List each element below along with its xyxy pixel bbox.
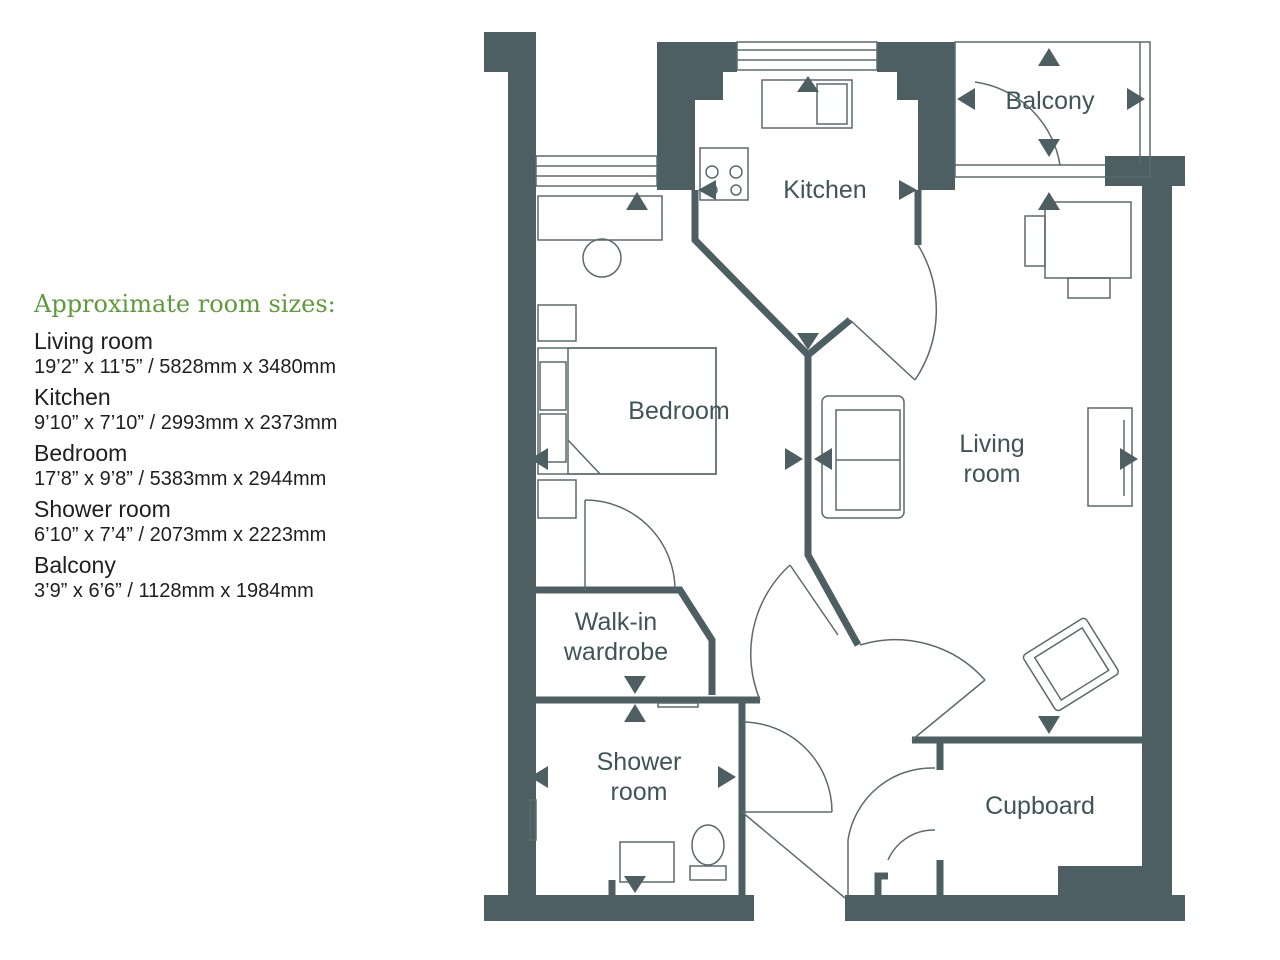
label-balcony: Balcony: [1006, 87, 1095, 115]
label-living-line1: Living: [959, 430, 1024, 458]
outer-walls: [484, 32, 1185, 921]
legend-entry-bedroom: Bedroom 17’8” x 9’8” / 5383mm x 2944mm: [34, 440, 434, 492]
room-labels: Balcony Kitchen Bedroom Living room Walk…: [563, 87, 1095, 820]
label-shower-line1: Shower: [597, 748, 682, 776]
label-kitchen: Kitchen: [783, 176, 866, 204]
label-cupboard: Cupboard: [985, 792, 1095, 820]
label-shower-line2: room: [611, 778, 668, 806]
room-dimensions: 3’9” x 6’6” / 1128mm x 1984mm: [34, 580, 314, 602]
dimension-arrows: [530, 48, 1145, 893]
room-name: Bedroom: [34, 440, 128, 466]
internal-walls: [528, 190, 1142, 898]
windows: [535, 41, 1151, 187]
legend-title: Approximate room sizes:: [34, 290, 336, 318]
room-name: Shower room: [34, 496, 171, 522]
room-dimensions: 19’2” x 11’5” / 5828mm x 3480mm: [34, 356, 336, 378]
legend-entry-living-room: Living room 19’2” x 11’5” / 5828mm x 348…: [34, 328, 434, 380]
legend-entry-shower-room: Shower room 6’10” x 7’4” / 2073mm x 2223…: [34, 496, 434, 548]
room-name: Kitchen: [34, 384, 111, 410]
room-dimensions: 9’10” x 7’10” / 2993mm x 2373mm: [34, 412, 338, 434]
room-name: Balcony: [34, 552, 116, 578]
label-living-line2: room: [964, 460, 1021, 488]
room-sizes-legend: Approximate room sizes: Living room 19’2…: [34, 290, 434, 608]
room-name: Living room: [34, 328, 153, 354]
room-dimensions: 6’10” x 7’4” / 2073mm x 2223mm: [34, 524, 327, 546]
label-walkin-line2: wardrobe: [563, 638, 668, 666]
label-bedroom: Bedroom: [628, 397, 729, 425]
door-swings: [584, 81, 1061, 899]
label-walkin-line1: Walk-in: [575, 608, 657, 636]
legend-entry-kitchen: Kitchen 9’10” x 7’10” / 2993mm x 2373mm: [34, 384, 434, 436]
room-dimensions: 17’8” x 9’8” / 5383mm x 2944mm: [34, 468, 327, 490]
legend-entry-balcony: Balcony 3’9” x 6’6” / 1128mm x 1984mm: [34, 552, 434, 604]
